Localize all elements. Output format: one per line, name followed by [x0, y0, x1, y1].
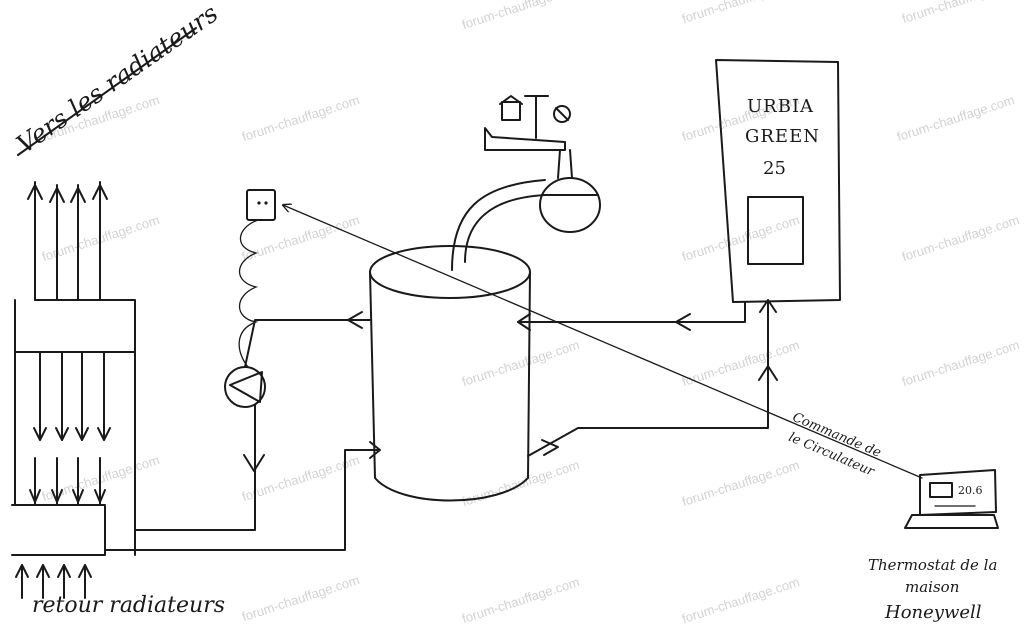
flow-arrow: [243, 454, 265, 472]
boiler-model: GREEN: [745, 126, 820, 147]
return-pipe-to-tank: [104, 449, 379, 551]
supply-label-underline: [17, 27, 197, 156]
buffer-tank: [369, 245, 531, 502]
thermostat-label-line1: Thermostat de la: [868, 556, 998, 574]
pump-supply-pipe: [244, 319, 371, 368]
circulator-pump: [224, 366, 266, 408]
thermostat-display: 20.6: [958, 484, 983, 497]
boiler-brand: URBIA: [747, 96, 815, 117]
pump-flow-arrow: [347, 311, 363, 329]
thermostat-label-line2: maison: [905, 578, 960, 596]
pump-cable: [238, 219, 259, 368]
room-thermostat: [904, 469, 999, 529]
pump-relay-box: [246, 189, 276, 221]
return-pipe: [134, 404, 256, 531]
boiler: [517, 59, 841, 457]
command-wire: [283, 205, 923, 479]
return-label: retour radiateurs: [32, 593, 226, 618]
expansion-vessel: [451, 95, 601, 271]
boiler-power: 25: [763, 158, 786, 179]
radiator-bank: [11, 181, 136, 599]
thermostat-label-line3: Honeywell: [885, 602, 982, 623]
